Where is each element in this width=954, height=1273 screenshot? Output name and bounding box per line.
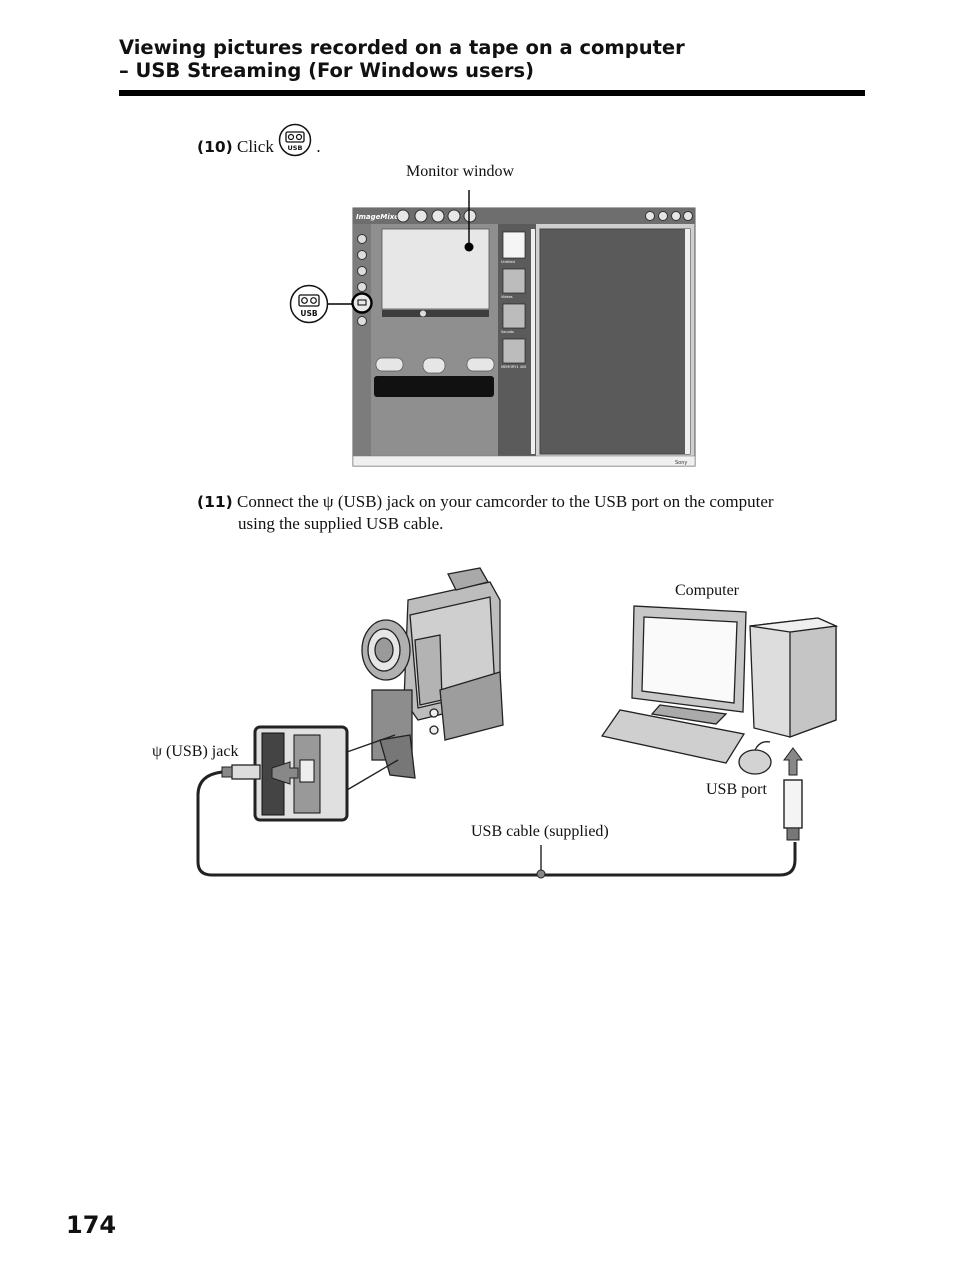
title-line-1: Viewing pictures recorded on a tape on a…: [119, 36, 685, 59]
step-10-text: Click: [237, 137, 274, 156]
usb-port-arrow: [783, 747, 803, 776]
usb-callout-icon: USB: [289, 284, 329, 324]
usb-cable: [196, 770, 797, 877]
step-10-number: (10): [197, 138, 233, 156]
toolbar-buttons: [396, 209, 693, 223]
step-10-period: .: [316, 137, 321, 156]
usb-streaming-button: [351, 292, 373, 314]
album-item-2: Videos: [501, 295, 513, 299]
side-tool-icons: [357, 234, 367, 326]
browser-panel: [539, 228, 691, 455]
album-item-1: Untitled: [501, 260, 515, 264]
usb-callout-label: USB: [300, 309, 317, 318]
usb-jack-label: ψ (USB) jack: [152, 743, 239, 760]
monitor-window: [381, 228, 490, 310]
page-number: 174: [66, 1211, 117, 1239]
status-bar: [352, 455, 696, 467]
computer-label: Computer: [675, 582, 739, 599]
title-line-2: – USB Streaming (For Windows users): [119, 59, 535, 82]
playback-controls: [382, 310, 489, 317]
usb-icon-label: USB: [288, 144, 303, 152]
monitor-window-label: Monitor window: [406, 163, 514, 180]
imagemixer-screenshot: ImageMixer Untitled Videos Sounds MEMORY…: [351, 207, 696, 467]
usb-cable-label: USB cable (supplied): [471, 823, 609, 840]
usb-streaming-icon: USB: [278, 123, 312, 157]
album-item-4: MEMORY1 400: [501, 365, 526, 369]
page-title: Viewing pictures recorded on a tape on a…: [119, 36, 879, 82]
step-11: (11) Connect the ψ (USB) jack on your ca…: [197, 491, 877, 535]
computer-drawing: [600, 605, 839, 775]
album-item-3: Sounds: [501, 330, 514, 334]
capture-bar: [374, 376, 494, 397]
camcorder-drawing: [361, 567, 504, 779]
step-11-line-1: Connect the ψ (USB) jack on your camcord…: [237, 492, 774, 511]
usb-plug-camcorder: [231, 764, 261, 780]
usb-plug-computer: [783, 779, 803, 829]
step-10: (10) Click USB .: [197, 123, 321, 158]
footer-brand: Sony: [675, 460, 687, 466]
title-rule: [119, 90, 865, 96]
app-logo: ImageMixer: [356, 213, 403, 221]
step-11-number: (11): [197, 493, 233, 511]
usb-port-label: USB port: [706, 781, 767, 798]
step-11-line-2: using the supplied USB cable.: [238, 514, 444, 533]
